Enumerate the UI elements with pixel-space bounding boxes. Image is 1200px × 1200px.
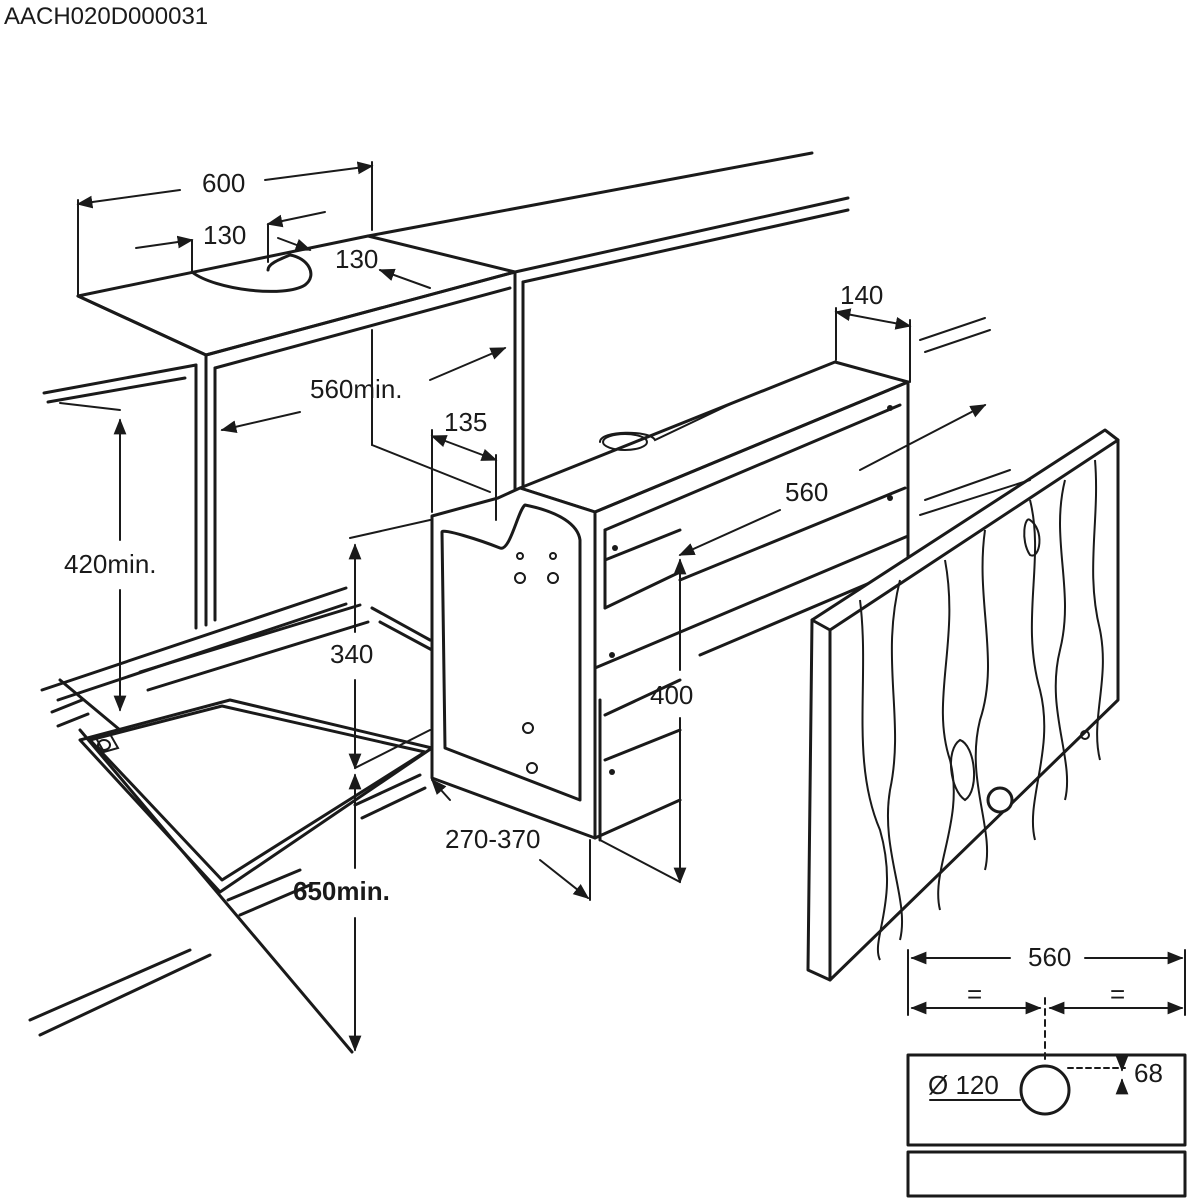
dim-130-left: 130 <box>203 220 246 250</box>
dim-400: 400 <box>650 680 693 710</box>
dimension-lines <box>59 161 1031 1052</box>
hood-chassis <box>430 360 910 842</box>
detail-half-right: = <box>1110 979 1125 1009</box>
dim-600: 600 <box>202 168 245 198</box>
drawing-code: AACH020D000031 <box>4 3 208 30</box>
dim-650-min: 650min. <box>293 876 390 906</box>
detail-half-left: = <box>967 979 982 1009</box>
front-wood-panel <box>806 428 1120 982</box>
dim-560-min: 560min. <box>310 374 403 404</box>
wall-cabinet <box>42 151 850 630</box>
detail-hole-diameter: Ø 120 <box>928 1070 999 1100</box>
panel-cutout-detail: 560 = = Ø 120 68 <box>906 942 1187 1198</box>
dim-340: 340 <box>330 639 373 669</box>
base-counter <box>28 586 434 1054</box>
dimension-labels: 600 130 130 560min. 135 140 420min. 560 … <box>64 168 883 906</box>
detail-width-560: 560 <box>1028 942 1071 972</box>
dim-270-370: 270-370 <box>445 824 540 854</box>
dim-420-min: 420min. <box>64 549 157 579</box>
dim-135: 135 <box>444 407 487 437</box>
dim-140: 140 <box>840 280 883 310</box>
dim-130-right: 130 <box>335 244 378 274</box>
detail-hole-offset: 68 <box>1134 1058 1163 1088</box>
dim-560-depth: 560 <box>785 477 828 507</box>
